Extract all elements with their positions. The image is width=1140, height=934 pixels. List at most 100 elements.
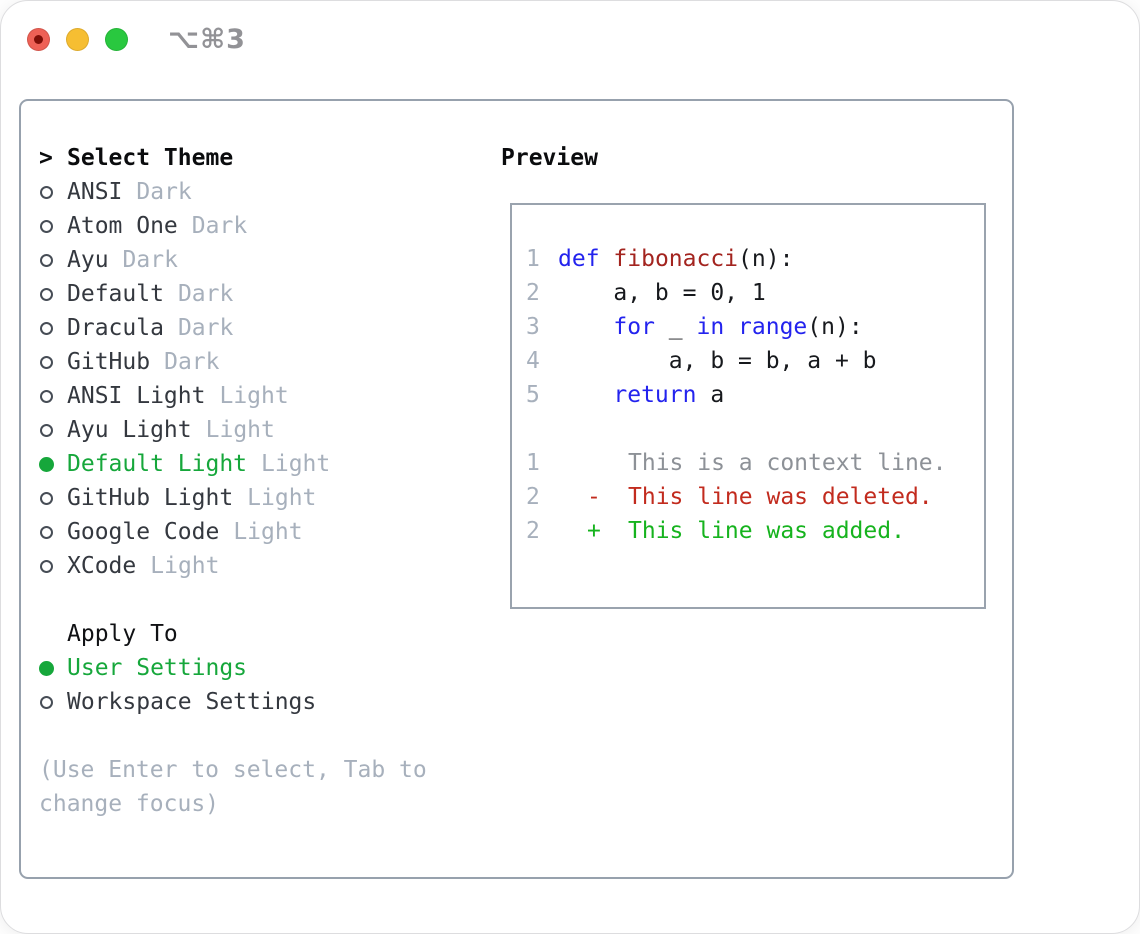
code-line: 5 return a [526,378,984,412]
radio-circle [40,253,53,267]
gutter-gap [540,242,558,276]
radio-circle [40,185,53,199]
apply-to-header: Apply To [39,617,501,651]
radio-circle [40,423,53,437]
code-text: a, b = b, a + b [558,344,877,378]
code-line: 2 a, b = 0, 1 [526,276,984,310]
section-title-select-theme: Select Theme [67,145,234,171]
minimize-button[interactable] [66,27,89,51]
preview-header: Preview [501,141,1012,175]
blank-line [526,412,984,446]
gutter-gap [540,514,587,548]
radio-circle [40,389,53,403]
radio-circle [40,321,53,335]
gutter-gap [540,378,558,412]
radio-icon [39,389,67,403]
radio-icon [39,491,67,505]
selected-radio-icon [39,456,67,472]
radio-circle [40,559,53,573]
theme-name: GitHub [67,349,151,375]
spacer [39,719,501,753]
diff-text: This is a context line. [628,450,947,476]
line-number: 2 [526,484,540,510]
code-segment: range [738,314,808,340]
theme-option[interactable]: GitHub Dark [39,345,501,379]
radio-icon [39,253,67,267]
code-segment: a [696,382,725,408]
theme-name: GitHub Light [67,485,234,511]
section-title-apply-to: Apply To [67,621,178,647]
code-segment: in [696,314,725,340]
focus-caret: > [39,145,53,171]
radio-icon [39,219,67,233]
line-number: 1 [526,246,540,272]
code-line: 4 a, b = b, a + b [526,344,984,378]
close-button[interactable] [27,27,50,51]
code-segment [724,314,738,340]
code-text: a, b = 0, 1 [558,276,766,310]
apply-to-label: User Settings [67,655,248,681]
code-line: 1 def fibonacci(n): [526,242,984,276]
theme-name: XCode [67,553,137,579]
code-segment: (n): [738,246,794,272]
theme-variant: Dark [164,349,220,375]
theme-name: ANSI Light [67,383,206,409]
theme-variant: Light [261,451,331,477]
titlebar: ⌥⌘3 [1,1,1139,77]
code-segment: a, b = 0, 1 [558,280,766,306]
theme-variant: Dark [177,315,234,341]
gutter-gap [540,310,558,344]
diff-marker: + [587,518,601,544]
diff-text: This line was deleted. [628,484,933,510]
theme-name: Google Code [67,519,220,545]
line-number: 2 [526,280,540,306]
radio-icon [39,355,67,369]
apply-to-option[interactable]: Workspace Settings [39,685,501,719]
theme-variant: Dark [122,247,178,273]
code-segment: return [613,382,697,408]
radio-circle [39,456,54,472]
radio-icon [39,423,67,437]
radio-circle [40,695,53,709]
apply-to-option[interactable]: User Settings [39,651,501,685]
code-segment: a, b = b, a + b [558,348,877,374]
zoom-button[interactable] [105,27,128,51]
code-segment: _ [654,314,697,340]
window-title: ⌥⌘3 [168,23,246,55]
radio-icon [39,525,67,539]
gutter-gap [540,276,558,310]
gutter-gap [540,344,558,378]
theme-variant: Dark [177,281,234,307]
theme-variant: Dark [191,213,248,239]
radio-circle [40,525,53,539]
traffic-lights [27,27,128,51]
diff-line-added: 2+This line was added. [526,514,984,548]
radio-icon [39,185,67,199]
line-number: 4 [526,348,540,374]
unsaved-dot-icon [34,34,43,44]
code-segment: def [558,246,600,272]
theme-variant: Light [205,417,275,443]
code-text: def fibonacci(n): [558,242,793,276]
code-text: return a [558,378,724,412]
selected-radio-icon [39,660,67,676]
radio-circle [40,219,53,233]
diff-marker: - [587,484,601,510]
